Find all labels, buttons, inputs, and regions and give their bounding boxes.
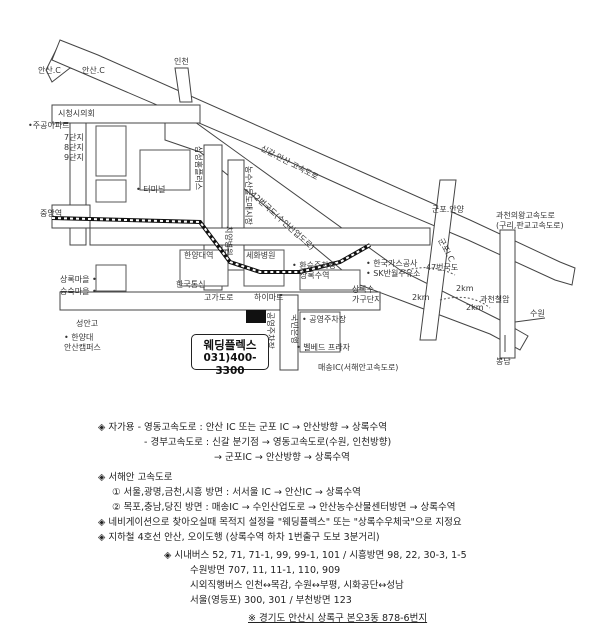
label-terminal: • 터미널 <box>136 185 165 194</box>
business-phone: 031)400-3300 <box>203 352 257 377</box>
label-hanyang-univ-station: 한양대역 <box>184 250 213 260</box>
label-goga-doro: 고가도로 <box>204 293 233 302</box>
road-lower-vertical <box>279 294 299 371</box>
road-siheung-council <box>51 104 201 124</box>
dir-gyeongbu: - 경부고속도로 : 신갈 분기점 → 영동고속도로(수원, 인천방향) <box>144 437 392 448</box>
road-middle-horizontal <box>89 227 431 246</box>
distance-arc-2 <box>439 296 491 309</box>
label-hyundai-mart: 하이마트 <box>254 292 283 302</box>
business-tag: 웨딩플렉스 031)400-3300 <box>191 334 269 377</box>
dir-gyeongbu-2: → 군포IC → 안산방향 → 상록수역 <box>214 452 350 463</box>
label-maesong-ic: 매송IC(서해안고속도로) <box>318 362 398 372</box>
label-hanyang-campus-1: • 한양대 <box>64 333 93 342</box>
dir-bus-2: 수원방면 707, 11, 11-1, 110, 909 <box>190 565 341 576</box>
label-hanguk-gas: • 한국가스공사 <box>366 259 418 268</box>
dir-seohaean-1: ① 서울,광명,금천,시흥 방면 : 서서울 IC → 안산IC → 상록수역 <box>112 487 361 498</box>
dir-seohaean-2: ② 목포,충남,당진 방면 : 매송IC → 수인산업도로 → 안산농수산물센터… <box>112 502 456 513</box>
block-terminal <box>139 149 191 191</box>
address: ※ 경기도 안산시 상록구 본오3동 878-6번지 <box>248 613 428 624</box>
label-jungang-station: 중앙역 <box>40 208 62 218</box>
label-siheung-council: 시청시의회 <box>58 108 95 118</box>
label-km2-a: 2km <box>412 293 430 302</box>
business-name: 웨딩플렉스 <box>203 338 257 352</box>
dir-bus-1: ◈ 시내버스 52, 71, 71-1, 99, 99-1, 101 / 시흥방… <box>164 550 467 561</box>
label-seongan-high: 성안고 <box>76 318 98 328</box>
dir-bus-4: 서울(영등포) 300, 301 / 부천방면 123 <box>190 595 352 606</box>
label-gwacheon-sub: (구리,판교고속도로) <box>496 221 564 230</box>
label-sk-gas: • SK반월주유소 <box>366 268 420 278</box>
block-apartments <box>95 125 127 177</box>
label-gwacheon-rail: 과천철암 <box>480 294 510 304</box>
dir-car: ◈ 자가용 - 영동고속도로 : 안산 IC 또는 군포 IC → 안산방향 →… <box>98 422 388 433</box>
label-gunpo-anyang: 군포.안양 <box>432 204 465 214</box>
label-gongyeong-parking-v: 공영주차장 <box>266 312 276 349</box>
label-sehwa-hospital: 세화병원 <box>246 251 275 260</box>
label-incheon: 인천 <box>174 56 189 66</box>
label-ansan-ic-2: 안산.C <box>82 65 105 75</box>
dir-navi: ◈ 네비게이션으로 찾아오실때 목적지 설정을 "웨딩플렉스" 또는 "상록수우… <box>98 517 462 528</box>
label-sangnok-gagu: 상록수 <box>352 284 374 294</box>
label-kukmin-bank: 국민은행 <box>290 314 300 343</box>
label-samsung-homeplus: 삼성홈플러스 <box>194 146 204 190</box>
road-gunpo-anyang <box>419 179 457 341</box>
block-sangnok-maeul <box>95 264 127 292</box>
label-ansan-ic-1: 안산.C <box>38 65 61 75</box>
label-danji7: 7단지 <box>64 132 84 142</box>
label-sangnok-station: 상록수역 <box>300 270 329 280</box>
label-gwacheon-expwy: 과천의왕고속도로 <box>496 210 555 220</box>
label-bongdam: 봉담 <box>496 356 511 366</box>
label-km2-b: 2km <box>456 284 474 293</box>
label-km2-c: 2km <box>466 303 484 312</box>
label-hanguk-tongsin: 한국통신 <box>176 280 205 289</box>
location-map: 안산.C 안산.C 인천 시청시의회 •주공아파트 7단지 8단지 9단지 • … <box>28 39 576 372</box>
dir-seohaean: ◈ 서해안 고속도로 <box>98 472 173 483</box>
block-hanguk-tongsin <box>179 249 229 287</box>
label-sangnok-gagu-2: 가구단지 <box>352 294 381 304</box>
label-jugong-apt: •주공아파트 <box>28 120 70 130</box>
dir-subway: ◈ 지하철 4호선 안산, 오이도행 (상록수역 하차 1번출구 도보 3분거리… <box>98 532 380 543</box>
block-plaza <box>299 311 341 353</box>
arrow-suwon <box>514 317 546 323</box>
label-gongyeong-parking: • 공영주차장 <box>302 314 347 324</box>
label-sangnok-maeul: 상록마을 • <box>60 274 97 284</box>
location-marker <box>246 310 266 323</box>
label-danji9: 9단지 <box>64 152 84 162</box>
label-chiyang-hospital: 치양병원 <box>224 226 233 255</box>
label-hwansung-parking: • 환승주차장 <box>292 260 337 270</box>
label-hanyang-campus-2: 안산캠퍼스 <box>64 342 101 352</box>
road-gwacheon <box>499 229 516 359</box>
subway-line-4-dashes <box>51 217 371 273</box>
road-incheon <box>174 67 193 103</box>
label-suwon: 수원 <box>530 309 545 318</box>
road-lower-horizontal <box>59 291 381 311</box>
label-nonghyup: 농수산물도매시장 <box>244 166 254 226</box>
label-sungsu-maeul: 숭숙마을 • <box>60 287 97 296</box>
label-route47: 47번국도 <box>426 263 458 272</box>
block-apt-9 <box>95 179 127 203</box>
label-danji8: 8단지 <box>64 142 84 152</box>
dir-bus-3: 시외직행버스 인천↔목감, 수원↔부평, 시화공단↔성남 <box>190 580 404 591</box>
distance-arc-1 <box>399 267 456 276</box>
label-plaza: • 벨베드 프라자 <box>296 342 351 352</box>
road-singal-ansan-highway <box>51 39 576 286</box>
block-hwansung <box>299 269 361 291</box>
